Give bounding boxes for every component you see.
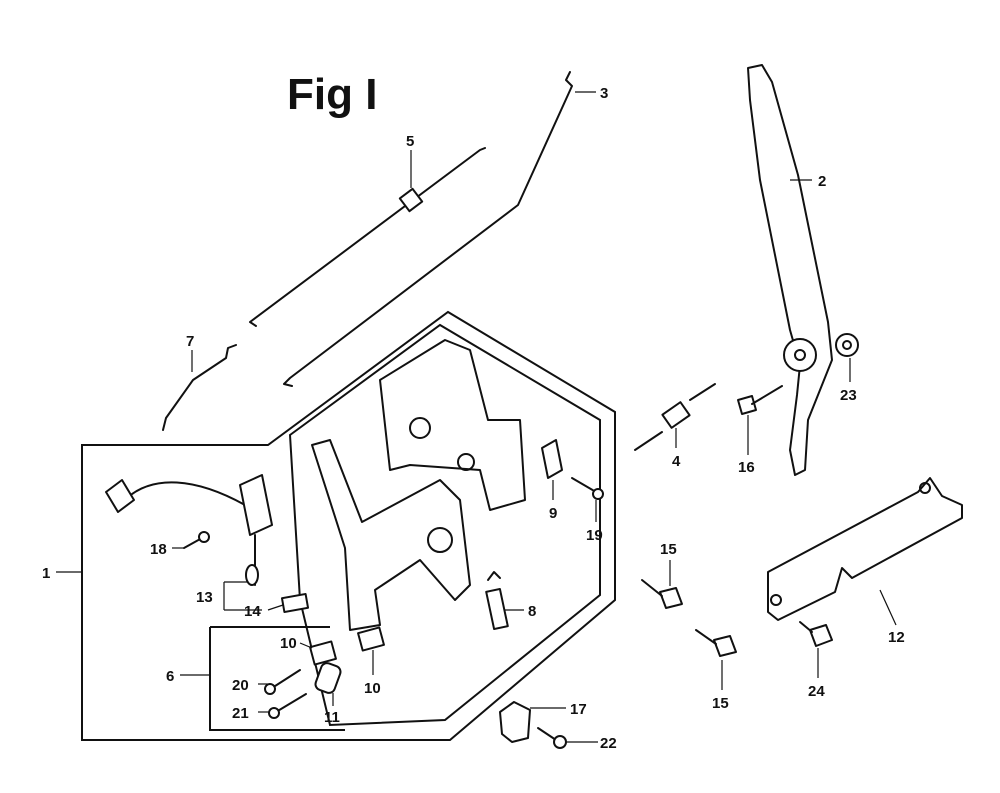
spring-10b [357,626,385,652]
callout-10a: 10 [280,635,297,652]
screw-19 [571,477,597,493]
nut-23-hole [842,340,852,350]
bolt-15b-head [713,635,737,657]
screw-20-head [264,683,276,695]
clip-9 [541,439,563,479]
callout-7: 7 [186,333,194,350]
clamp-17 [499,701,531,743]
callout-24: 24 [808,683,825,700]
bracket-hole-a [409,417,431,439]
screw-20 [271,669,301,689]
callout-15b: 15 [712,695,729,712]
callout-10b: 10 [364,680,381,697]
callout-21: 21 [232,705,249,722]
bolt-24-shank [799,621,813,633]
callout-3: 3 [600,85,608,102]
nut-23 [835,333,859,357]
callout-5: 5 [406,133,414,150]
bolt-16-shank [751,385,783,405]
screw-19-head [592,488,604,500]
spring-8 [485,587,509,631]
callout-17: 17 [570,701,587,718]
bolt-15a-shank [641,579,663,597]
rod-spring [398,187,424,213]
figure-title: Fig I [287,70,378,119]
spring-rod [249,147,486,327]
callout-6: 6 [166,668,174,685]
callout-2: 2 [818,173,826,190]
spring-14 [280,593,310,613]
leader-12 [879,589,897,626]
plate-hole-b [770,594,782,606]
governor-spring-hook [634,431,663,451]
callout-19: 19 [586,527,603,544]
bolt-15b-shank [695,629,717,645]
spring-10a [309,640,337,666]
leader-13 [223,581,262,611]
lever-pivot [427,527,453,553]
callout-14: 14 [244,603,261,620]
governor-spring [661,401,691,429]
screw-22-head [553,735,567,749]
arm-pivot [783,338,817,372]
bolt-24-head [809,624,833,647]
governor-spring-end [689,383,716,401]
callout-20: 20 [232,677,249,694]
arm-pivot-hole [794,349,806,361]
assembly-frame-outline [81,310,616,741]
governor-arm [747,64,833,476]
screw-21-head [268,707,280,719]
governor-rod [283,71,573,387]
collar-11 [314,662,342,694]
callout-22: 22 [600,735,617,752]
callout-15a: 15 [660,541,677,558]
choke-cable [119,481,246,506]
cover-plate-12 [767,477,963,621]
callout-8: 8 [528,603,536,620]
callout-13: 13 [196,589,213,606]
choke-cable-end [105,479,135,513]
bolt-15a-head [659,587,683,609]
callout-9: 9 [549,505,557,522]
sub-assembly-bracket [209,627,345,731]
plate-hole-a [919,482,931,494]
screw-18-head [198,531,210,543]
control-bracket [379,339,526,511]
callout-4: 4 [672,453,681,470]
spring-8-hook [487,571,501,581]
leader-10a [299,642,313,649]
choke-rod [162,344,237,431]
leader-14 [267,604,284,611]
callout-16: 16 [738,459,755,476]
choke-knob [245,564,259,586]
control-lever [311,439,471,631]
callout-11: 11 [324,709,340,726]
callout-18: 18 [150,541,167,558]
screw-21 [275,693,307,713]
bracket-hole-b [457,453,475,471]
screw-22 [537,727,557,741]
callout-12: 12 [888,629,905,646]
base-plate-outline [288,323,601,727]
bolt-16 [737,395,757,415]
callout-1: 1 [42,565,50,582]
choke-holder [239,474,273,536]
callout-23: 23 [840,387,857,404]
